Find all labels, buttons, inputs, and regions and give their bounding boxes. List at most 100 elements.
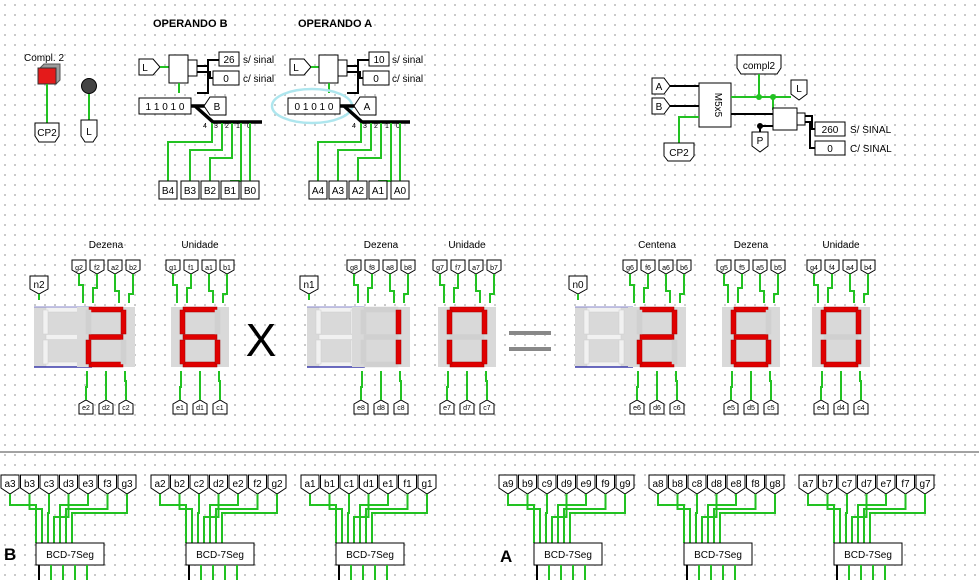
svg-text:1: 1 (236, 123, 240, 130)
operand-a-tap-a2: A2 (348, 180, 368, 200)
display-b-unidade-label: Unidade (181, 240, 219, 251)
bcd-pin-e3: e3 (78, 474, 98, 495)
bcd-pin-a2: a2 (150, 474, 170, 495)
bcd-pin-a7: a7 (798, 474, 818, 495)
display-b-dezena-pin-c2: c2 (118, 399, 134, 415)
display-b-unidade-pin-b1: b1 (219, 259, 235, 275)
svg-text:b7: b7 (490, 265, 498, 272)
display-a-dezena-display (352, 306, 410, 368)
svg-text:L: L (796, 84, 802, 95)
operand-a-tap-a3: A3 (328, 180, 348, 200)
sign-pin-n2: n2 (29, 275, 49, 295)
compl2-switch[interactable] (37, 63, 61, 85)
svg-text:f8: f8 (751, 479, 760, 490)
display-r-dezena-pin-f5: f5 (734, 259, 750, 275)
result-signed-out (814, 140, 846, 156)
svg-text:d6: d6 (653, 405, 661, 412)
svg-text:a1: a1 (205, 265, 213, 272)
display-r-unidade-pin-a4: a4 (842, 259, 858, 275)
svg-text:L: L (142, 63, 148, 74)
svg-text:f7: f7 (455, 265, 461, 272)
svg-text:B4: B4 (162, 186, 175, 197)
display-r-centena-pin-b6: b6 (676, 259, 692, 275)
display-b-unidade-display (171, 306, 229, 368)
svg-text:e7: e7 (880, 479, 892, 490)
display-r-centena-display (628, 306, 686, 368)
svg-text:compl2: compl2 (743, 61, 776, 72)
svg-text:4: 4 (352, 123, 356, 130)
operand-b-tap-b4: B4 (158, 180, 178, 200)
bcd-7seg-chip: BCD-7Seg (185, 542, 255, 566)
svg-text:e6: e6 (633, 405, 641, 412)
svg-text:n2: n2 (33, 280, 45, 291)
svg-text:c2: c2 (194, 479, 205, 490)
operand-a-pin: A (353, 96, 377, 116)
svg-text:g9: g9 (619, 479, 631, 490)
svg-text:BCD-7Seg: BCD-7Seg (844, 550, 892, 561)
operand-a-unsigned-out (368, 51, 390, 67)
svg-text:a2: a2 (111, 265, 119, 272)
result-unsigned-out (814, 121, 846, 137)
svg-text:B0: B0 (244, 186, 257, 197)
svg-text:f4: f4 (829, 265, 835, 272)
svg-text:a9: a9 (502, 479, 514, 490)
svg-text:1 1 0 1 0: 1 1 0 1 0 (146, 102, 185, 113)
operand-a-l-pin: L (289, 58, 312, 76)
svg-text:b1: b1 (324, 479, 336, 490)
bcd-pin-f1: f1 (398, 474, 417, 495)
svg-text:c1: c1 (344, 479, 355, 490)
display-a-dezena-pin-g8: g8 (346, 259, 362, 275)
svg-text:b2: b2 (129, 265, 137, 272)
display-r-centena-label: Centena (638, 240, 676, 251)
display-b-unidade-pin-c1: c1 (212, 399, 228, 415)
display-a-unidade-label: Unidade (448, 240, 486, 251)
display-b-dezena-label: Dezena (89, 240, 124, 251)
svg-text:d9: d9 (561, 479, 573, 490)
svg-text:a5: a5 (756, 265, 764, 272)
result-splitter (772, 107, 798, 131)
svg-text:n1: n1 (303, 280, 315, 291)
bcd-pin-a9: a9 (498, 474, 518, 495)
svg-text:0: 0 (396, 123, 400, 130)
compl2-pin: compl2 (736, 54, 782, 75)
svg-text:d8: d8 (711, 479, 723, 490)
svg-text:d5: d5 (747, 405, 755, 412)
svg-text:a7: a7 (472, 265, 480, 272)
svg-text:e2: e2 (82, 405, 90, 412)
svg-text:d7: d7 (463, 405, 471, 412)
bcd-pin-e7: e7 (876, 474, 896, 495)
svg-text:c3: c3 (44, 479, 55, 490)
svg-text:2: 2 (225, 123, 229, 130)
display-a-unidade-pin-f7: f7 (450, 259, 466, 275)
svg-text:g8: g8 (769, 479, 781, 490)
display-b-dezena-pin-b2: b2 (125, 259, 141, 275)
svg-text:BCD-7Seg: BCD-7Seg (694, 550, 742, 561)
svg-text:e7: e7 (443, 405, 451, 412)
header-operando-a: OPERANDO A (298, 18, 372, 30)
bcd-a-label: A (500, 547, 512, 566)
bcd-pin-d7: d7 (857, 474, 876, 495)
svg-text:0 1 0 1 0: 0 1 0 1 0 (295, 102, 334, 113)
svg-text:f7: f7 (901, 479, 910, 490)
svg-text:CP2: CP2 (669, 148, 689, 159)
svg-text:d1: d1 (363, 479, 375, 490)
display-a-unidade-pin-d7: d7 (459, 399, 475, 415)
svg-text:e5: e5 (727, 405, 735, 412)
display-a-unidade-display (438, 306, 496, 368)
display-r-dezena-pin-d5: d5 (743, 399, 759, 415)
bcd-pin-g2: g2 (267, 474, 287, 495)
display-a-dezena-pin-e8: e8 (353, 399, 369, 415)
bcd-pin-a8: a8 (648, 474, 668, 495)
svg-text:e8: e8 (730, 479, 742, 490)
svg-text:A0: A0 (394, 186, 407, 197)
svg-text:g1: g1 (169, 265, 177, 272)
svg-text:e1: e1 (176, 405, 184, 412)
svg-text:a6: a6 (662, 265, 670, 272)
svg-text:g1: g1 (421, 479, 433, 490)
bcd-pin-c3: c3 (39, 474, 59, 495)
display-a-unidade-pin-b7: b7 (486, 259, 502, 275)
bcd-pin-f9: f9 (596, 474, 615, 495)
svg-text:g6: g6 (626, 265, 634, 272)
svg-text:b3: b3 (24, 479, 36, 490)
